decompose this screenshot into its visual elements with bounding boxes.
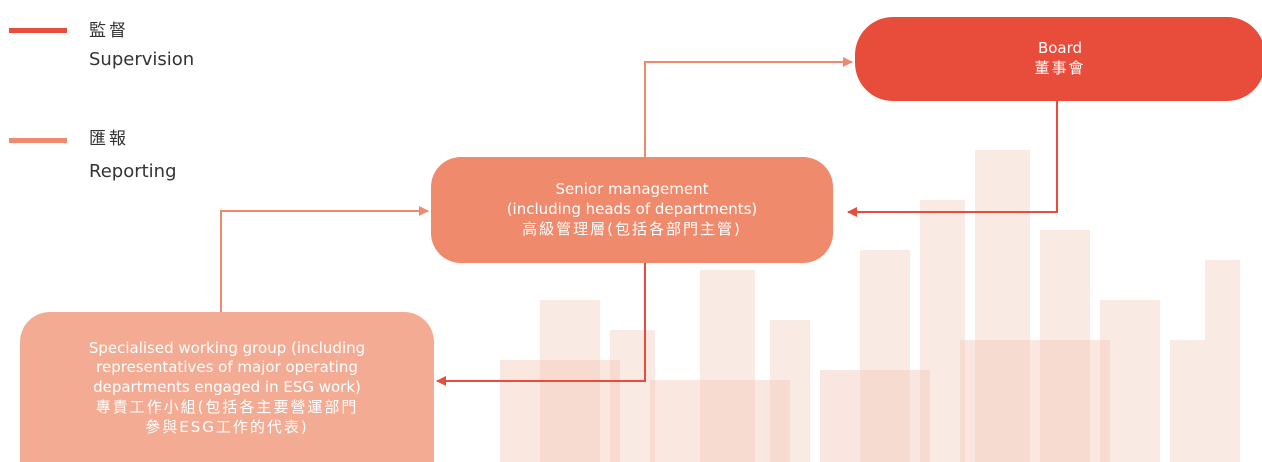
senior-en-line1: Senior management [555, 180, 709, 199]
reporting-legend-cn: 匯報 [89, 129, 129, 149]
reporting-arrow-senior-to-board [644, 57, 853, 157]
board-en-label: Board [1037, 39, 1083, 58]
working-en-line2: representatives of major operating [96, 358, 358, 377]
senior-cn-label: 高級管理層(包括各部門主管) [522, 219, 742, 238]
working-en-line1: Specialised working group (including [88, 338, 366, 357]
board-node: Board 董事會 [855, 17, 1262, 101]
working-en-line3: departments engaged in ESG work) [93, 378, 361, 397]
reporting-legend-en: Reporting [89, 161, 177, 182]
supervision-legend-en: Supervision [89, 49, 195, 70]
working-cn-line1: 專責工作小組(包括各主要營運部門 [95, 397, 359, 416]
working-cn-line2: 參與ESG工作的代表) [145, 417, 309, 436]
senior-management-node: Senior management (including heads of de… [431, 157, 833, 263]
reporting-arrow-working-to-senior [220, 206, 429, 312]
working-group-node: Specialised working group (including rep… [20, 312, 434, 462]
supervision-arrow-board-to-senior [847, 101, 1058, 217]
supervision-legend-cn: 監督 [89, 21, 129, 41]
supervision-arrow-senior-to-working [436, 263, 646, 386]
board-cn-label: 董事會 [1034, 59, 1086, 77]
supervision-legend-line [9, 28, 67, 33]
senior-en-line2: (including heads of departments) [506, 200, 758, 219]
reporting-legend-line [9, 138, 67, 143]
